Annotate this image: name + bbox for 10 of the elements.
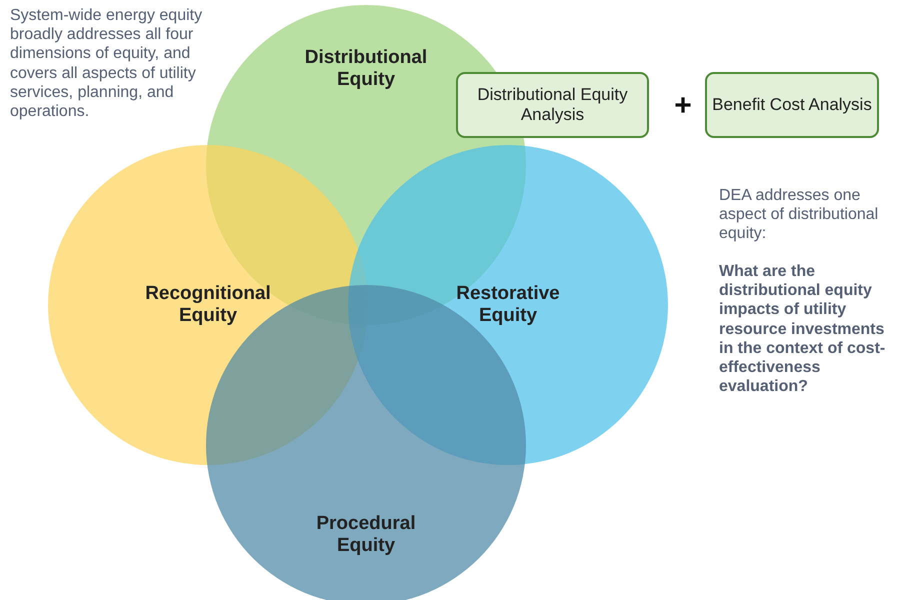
circle-label: Restorative Equity bbox=[455, 283, 561, 327]
circle-label: Procedural Equity bbox=[315, 512, 417, 557]
analysis-box: Benefit Cost Analysis bbox=[705, 72, 879, 138]
circle-label: Recognitional Equity bbox=[144, 283, 272, 327]
analysis-box: Distributional Equity Analysis bbox=[456, 72, 649, 138]
circle-label: Distributional Equity bbox=[304, 47, 428, 91]
description-text: DEA addresses one aspect of distributional equity: bbox=[719, 186, 880, 244]
description-text: System-wide energy equity broadly addresses all four dimensions of equity, and covers all aspects of utility services, planning, and operations. bbox=[10, 6, 204, 122]
plus-sign: + bbox=[673, 88, 693, 124]
question-text: What are the distributional equity impacts of utility resource investments in the context of cost-effectiveness evaluation? bbox=[719, 262, 886, 396]
